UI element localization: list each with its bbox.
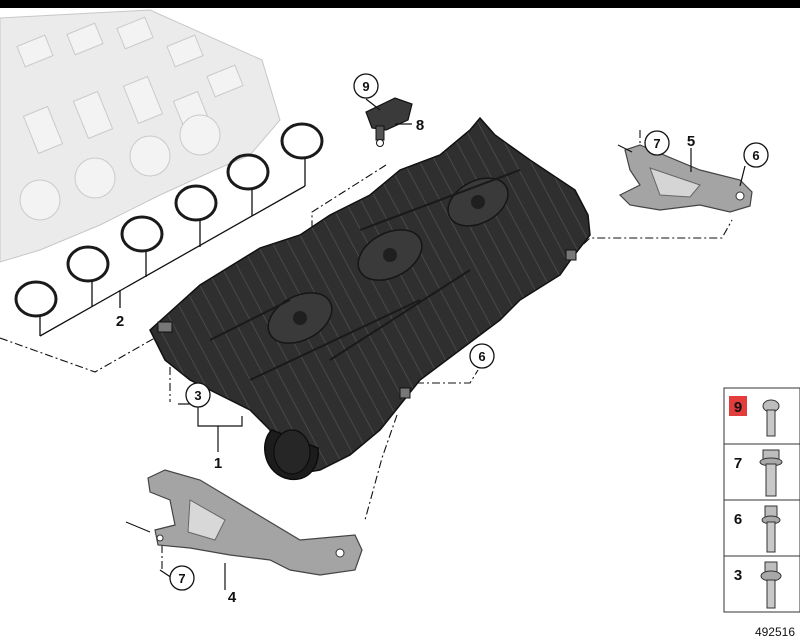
callout-6-mid: 6 [469,343,495,369]
callout-7-bottom: 7 [169,565,195,591]
callout-7-top: 7 [644,130,670,156]
callout-4: 4 [228,589,237,606]
fastener-legend: 9 7 6 3 [723,387,800,613]
svg-text:6: 6 [734,511,742,528]
hex-bolt-icon [760,561,782,609]
intake-manifold [149,116,591,481]
intake-gaskets [14,122,324,318]
svg-text:7: 7 [734,455,742,472]
stud-bolt-icon [761,505,781,553]
legend-row-3: 3 [734,561,782,609]
svg-text:3: 3 [734,567,742,584]
legend-row-9: 9 [729,396,780,437]
callout-5: 5 [687,133,695,150]
cylinder-head [0,9,281,263]
callout-8: 8 [416,117,424,134]
callout-1: 1 [214,455,222,472]
svg-text:7: 7 [653,136,660,151]
figure-number: 492516 [755,625,795,639]
callout-2: 2 [116,313,124,330]
bracket-right [618,144,753,213]
header-band [0,0,800,8]
svg-text:9: 9 [362,79,369,94]
svg-text:3: 3 [194,388,201,403]
svg-text:7: 7 [178,571,185,586]
svg-text:6: 6 [478,349,485,364]
screw-icon [762,399,780,437]
legend-row-6: 6 [734,505,781,553]
callout-3: 3 [185,382,211,408]
callout-6-right: 6 [743,142,769,168]
legend-highlight [729,396,747,416]
svg-text:9: 9 [734,399,742,416]
bracket-bottom [147,469,363,576]
pressure-sensor [365,97,413,147]
flange-bolt-icon [759,449,783,497]
svg-text:6: 6 [752,148,759,163]
bracket-right-leader [617,144,633,153]
gasket-leader-lines [39,158,306,337]
callout-9-sensor: 9 [353,73,379,99]
legend-row-7: 7 [734,449,783,497]
bracket-bottom-leader [125,521,151,533]
